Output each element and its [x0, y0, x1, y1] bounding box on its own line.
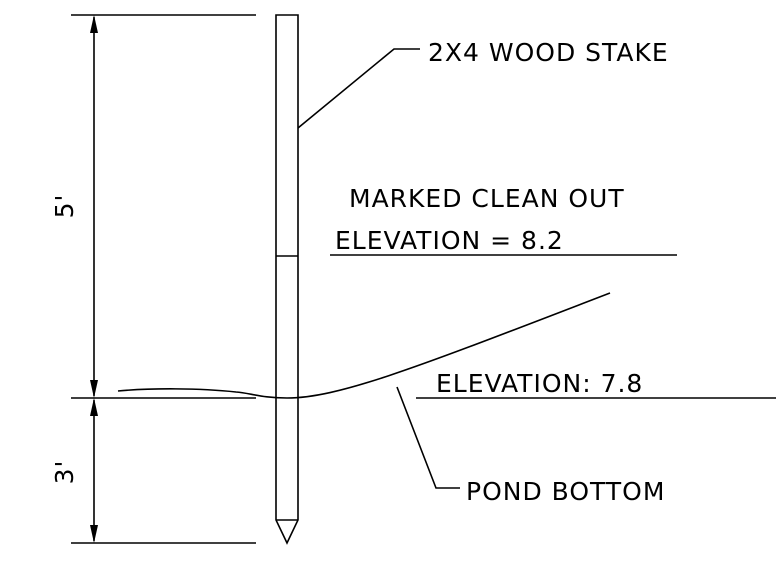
stake-leader-line [297, 48, 420, 129]
pond-bottom-leader-line [396, 386, 460, 489]
lower-dimension [90, 398, 98, 543]
wood-stake [275, 14, 299, 545]
lower-dimension-label: 3' [50, 460, 79, 485]
upper-dimension [90, 15, 98, 398]
pond-bottom-curve [117, 292, 611, 399]
clean-out-label-line1: MARKED CLEAN OUT [349, 184, 625, 213]
pond-elevation-label: ELEVATION: 7.8 [436, 369, 643, 398]
upper-dimension-label: 5' [50, 194, 79, 219]
clean-out-label-line2: ELEVATION = 8.2 [335, 226, 564, 255]
stake-label: 2X4 WOOD STAKE [428, 38, 669, 67]
pond-bottom-label: POND BOTTOM [466, 477, 665, 506]
